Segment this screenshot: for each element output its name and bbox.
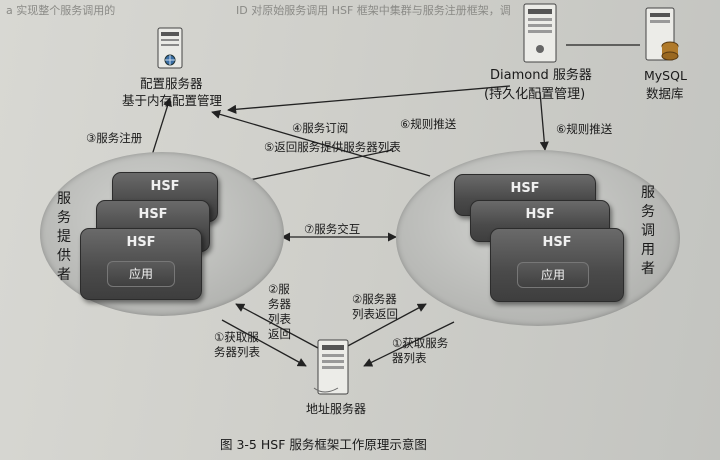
edge-subscribe-label: ④服务订阅	[292, 121, 348, 136]
figure-caption: 图 3-5 HSF 服务框架工作原理示意图	[220, 434, 427, 453]
hsf-label: HSF	[81, 235, 201, 250]
edge-consumer-fetch-label: ①获取服务器列表	[392, 336, 452, 366]
consumer-label: 服务调用者	[640, 184, 656, 278]
mysql-name: MySQL	[644, 68, 687, 84]
background-text-top: ID 对原始服务调用 HSF 框架中集群与服务注册框架，调	[236, 4, 511, 18]
edge-register-label: ③服务注册	[86, 131, 142, 146]
edge-rule-push-b-label: ⑥规则推送	[556, 122, 612, 137]
edge-rule-push-a-label: ⑥规则推送	[400, 117, 456, 132]
provider-hsf-card-3: HSF 应用	[80, 228, 202, 300]
hsf-label: HSF	[113, 179, 217, 194]
edge-provider-fetch-label: ①获取服务器列表	[214, 330, 266, 360]
provider-app-box: 应用	[107, 261, 175, 287]
rule-push-config-arrow	[228, 86, 510, 110]
background-text-top-left: a 实现整个服务调用的	[6, 4, 115, 18]
edge-return-list-label: ⑤返回服务提供服务器列表	[264, 140, 401, 155]
consumer-hsf-card-3: HSF 应用	[490, 228, 624, 302]
mysql-desc: 数据库	[646, 86, 684, 102]
diamond-server-icon	[518, 2, 564, 64]
hsf-label: HSF	[471, 207, 609, 222]
config-server-icon	[151, 26, 189, 72]
config-server-desc: 基于内存配置管理	[122, 93, 222, 109]
edge-consumer-list-return-label: ②服务器列表返回	[352, 292, 402, 322]
provider-label: 服务提供者	[56, 190, 72, 284]
consumer-app-box: 应用	[517, 262, 589, 288]
hsf-label: HSF	[455, 181, 595, 196]
hsf-label: HSF	[491, 235, 623, 250]
edge-provider-list-return-label: ②服务器列表返回	[268, 282, 298, 342]
mysql-server-icon	[642, 6, 682, 62]
diamond-server-name: Diamond 服务器	[490, 68, 592, 85]
hsf-label: HSF	[97, 207, 209, 222]
edge-interact-label: ⑦服务交互	[304, 222, 360, 237]
config-server-name: 配置服务器	[140, 76, 203, 92]
address-server-icon	[306, 336, 362, 398]
address-server-name: 地址服务器	[306, 402, 366, 418]
diamond-server-desc: (持久化配置管理)	[484, 87, 585, 104]
